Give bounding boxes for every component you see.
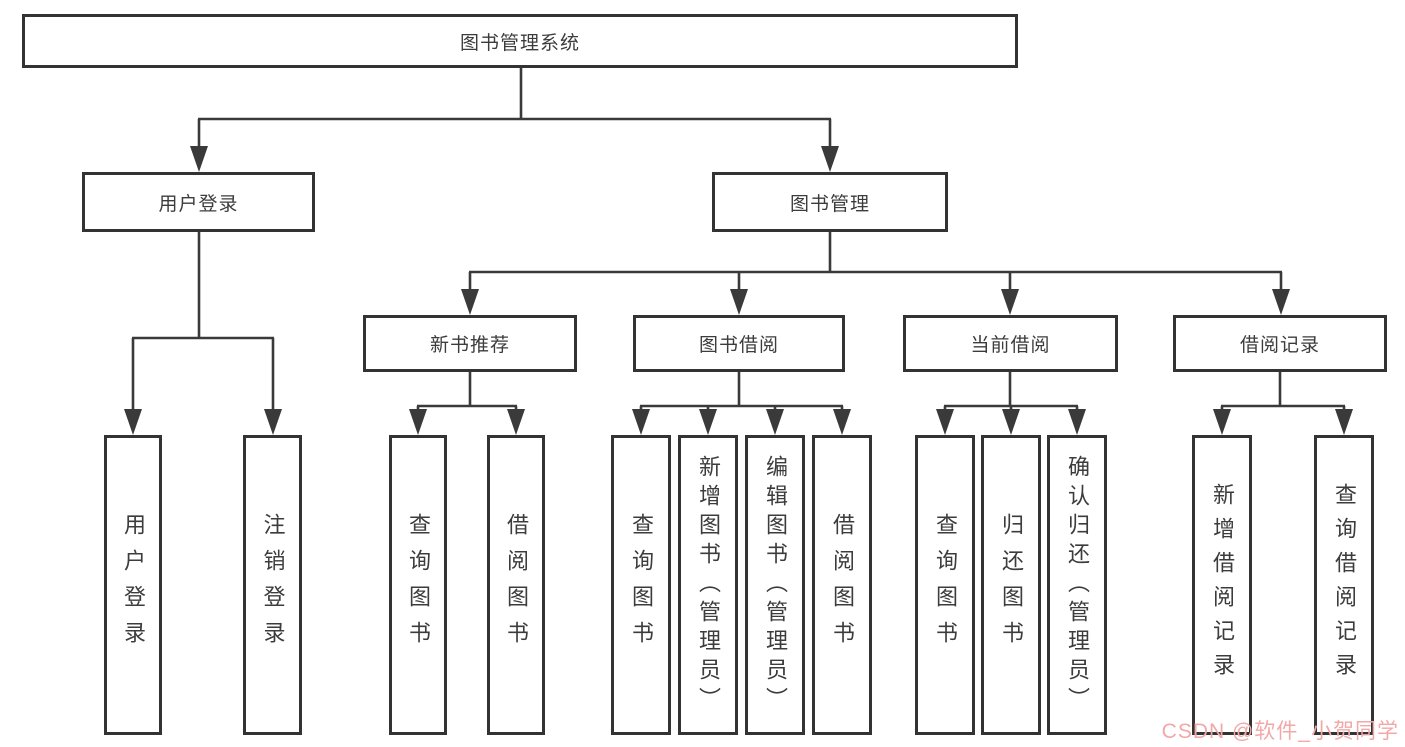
- leaf-label: 查询图书: [933, 513, 958, 657]
- leaf-label: 借阅图书: [830, 513, 855, 657]
- leaf-borrow-books: 借阅图书: [812, 435, 872, 735]
- arrowhead-icon: [1272, 289, 1290, 315]
- leaf-label: 编辑图书（管理员）: [763, 454, 788, 716]
- arrowhead-icon: [507, 409, 525, 435]
- leaf-add-borrow-record: 新增借阅记录: [1192, 435, 1252, 735]
- leaf-logout: 注销登录: [243, 435, 302, 735]
- leaf-confirm-return-admin: 确认归还（管理员）: [1047, 435, 1107, 735]
- leaf-return-books: 归还图书: [981, 435, 1041, 735]
- arrowhead-icon: [699, 409, 717, 435]
- arrowhead-icon: [1213, 409, 1231, 435]
- arrowhead-icon: [936, 409, 954, 435]
- leaf-query-books: 查询图书: [915, 435, 975, 735]
- arrowhead-icon: [461, 289, 479, 315]
- arrowhead-icon: [264, 409, 282, 435]
- leaf-label: 查询图书: [629, 513, 654, 657]
- leaf-label: 查询图书: [406, 513, 431, 657]
- leaf-query-borrow-record: 查询借阅记录: [1314, 435, 1374, 735]
- leaf-label: 归还图书: [999, 513, 1024, 657]
- arrowhead-icon: [766, 409, 784, 435]
- leaf-label: 新增借阅记录: [1210, 483, 1235, 687]
- arrowhead-icon: [409, 409, 427, 435]
- leaf-label: 借阅图书: [504, 513, 529, 657]
- node-user-login: 用户登录: [82, 172, 315, 232]
- arrowhead-icon: [1002, 409, 1020, 435]
- arrowhead-icon: [1068, 409, 1086, 435]
- leaf-label: 注销登录: [260, 513, 286, 657]
- leaf-edit-books-admin: 编辑图书（管理员）: [745, 435, 805, 735]
- arrowhead-icon: [821, 146, 839, 172]
- node-new-book-recommendation: 新书推荐: [363, 315, 577, 372]
- arrowhead-icon: [730, 289, 748, 315]
- arrowhead-icon: [833, 409, 851, 435]
- leaf-label: 查询借阅记录: [1332, 483, 1357, 687]
- arrowhead-icon: [124, 409, 142, 435]
- leaf-label: 用户登录: [121, 513, 146, 657]
- leaf-label: 新增图书（管理员）: [696, 454, 721, 716]
- leaf-label: 确认归还（管理员）: [1065, 454, 1090, 716]
- node-borrowing-records: 借阅记录: [1173, 315, 1387, 372]
- leaf-query-books: 查询图书: [389, 435, 447, 735]
- leaf-user-login: 用户登录: [104, 435, 162, 735]
- leaf-borrow-books: 借阅图书: [487, 435, 545, 735]
- leaf-add-books-admin: 新增图书（管理员）: [678, 435, 738, 735]
- arrowhead-icon: [1001, 289, 1019, 315]
- arrowhead-icon: [632, 409, 650, 435]
- csdn-watermark: CSDN @软件_小贺同学: [1161, 720, 1399, 743]
- node-current-borrowing: 当前借阅: [903, 315, 1118, 372]
- node-book-management: 图书管理: [712, 172, 948, 232]
- leaf-query-books: 查询图书: [611, 435, 671, 735]
- arrowhead-icon: [1335, 409, 1353, 435]
- node-library-management-system: 图书管理系统: [22, 14, 1018, 68]
- node-book-borrowing: 图书借阅: [633, 315, 845, 372]
- arrowhead-icon: [190, 146, 208, 172]
